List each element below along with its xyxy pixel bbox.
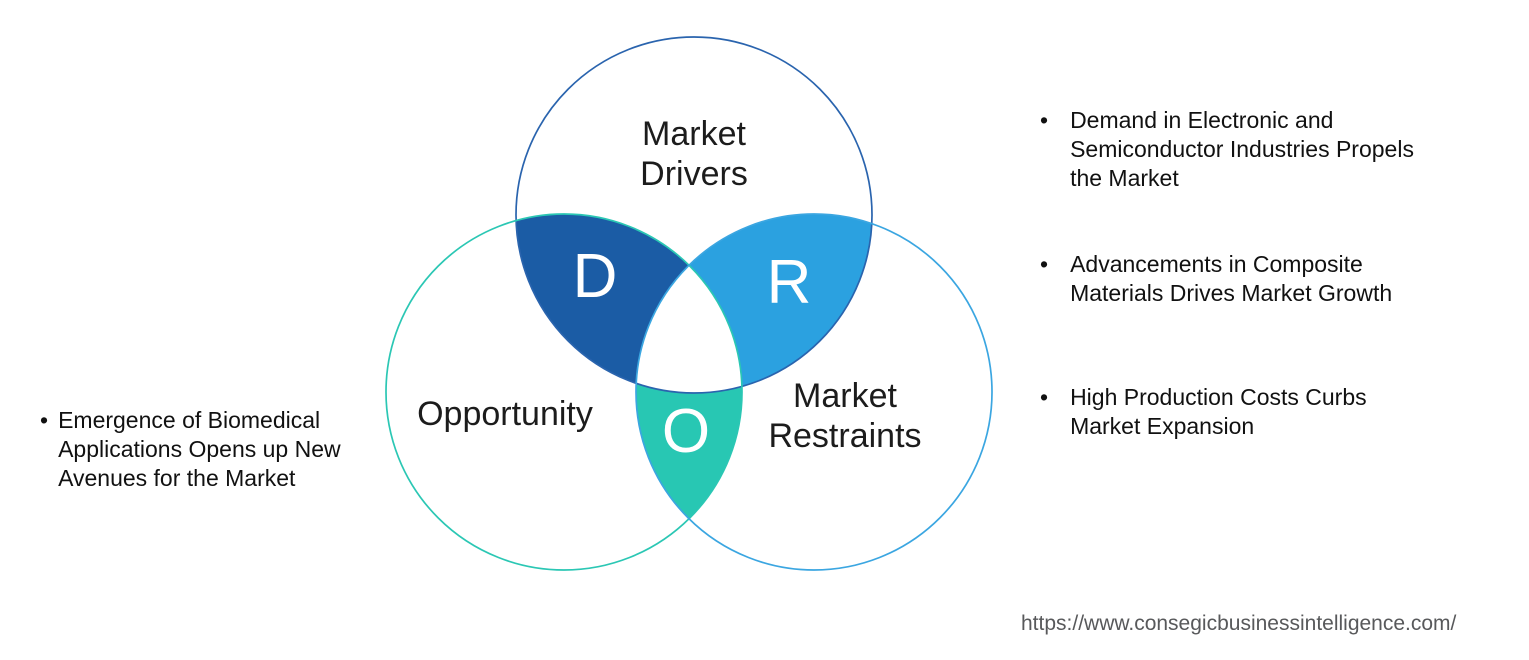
driver-bullet-2-line2: Materials Drives Market Growth [1070, 280, 1393, 306]
market-restraints-label-line1: Market [793, 377, 897, 415]
driver-bullet-1-line2: Semiconductor Industries Propels [1070, 136, 1414, 162]
bullet-dot: • [40, 407, 49, 433]
restraint-bullet-1-line2: Market Expansion [1070, 413, 1255, 439]
market-drivers-circle [515, 36, 873, 394]
restraint-bullet-1: • High Production Costs Curbs Market Exp… [1040, 383, 1367, 441]
driver-bullet-1-line1: Demand in Electronic and [1070, 107, 1334, 133]
bullet-dot: • [1040, 107, 1049, 133]
opportunity-bullet-line2: Applications Opens up New [58, 436, 341, 462]
driver-bullet-1-line3: the Market [1070, 165, 1179, 191]
market-restraints-label: Market Restraints [745, 376, 945, 456]
bullet-dot: • [1040, 251, 1049, 277]
market-drivers-label-line1: Market [642, 115, 746, 153]
opportunity-label: Opportunity [417, 395, 593, 433]
market-drivers-label-line2: Drivers [640, 155, 748, 193]
restraint-bullet-1-line1: High Production Costs Curbs [1070, 384, 1367, 410]
driver-bullet-2: • Advancements in Composite Materials Dr… [1040, 250, 1392, 308]
bullet-dot: • [1040, 384, 1049, 410]
market-restraints-circle [635, 213, 993, 571]
market-drivers-label: Market Drivers [594, 114, 794, 194]
letter-o: O [661, 397, 711, 466]
driver-bullet-2-line1: Advancements in Composite [1070, 251, 1363, 277]
driver-bullet-1: • Demand in Electronic and Semiconductor… [1040, 106, 1414, 193]
opportunity-bullet-line1: Emergence of Biomedical [58, 407, 321, 433]
letter-r: R [766, 248, 812, 317]
opportunity-bullet-line3: Avenues for the Market [58, 465, 296, 491]
opportunity-circle [385, 213, 743, 571]
letter-d: D [572, 242, 618, 311]
market-restraints-label-line2: Restraints [768, 417, 922, 455]
opportunity-bullet: • Emergence of Biomedical Applications O… [40, 406, 341, 493]
source-url: https://www.consegicbusinessintelligence… [1021, 612, 1457, 635]
